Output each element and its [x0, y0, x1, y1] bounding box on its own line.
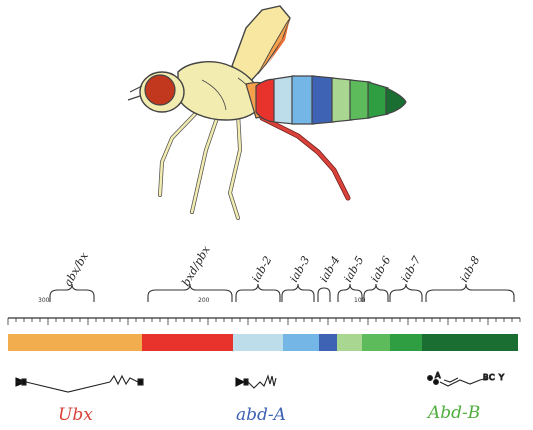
brace-iab-3: [282, 284, 314, 302]
brace-abx-bx: [50, 284, 94, 302]
brace-bxd-pbx: [148, 284, 232, 302]
region-label-iab-2: iab-2: [249, 254, 274, 285]
segment-color-bar: [8, 334, 518, 351]
gene-structure-abd-a: [236, 376, 276, 388]
gene-label-ubx: Ubx: [58, 405, 93, 425]
brace-iab-7: [390, 284, 422, 302]
bar-iab-8: [422, 334, 518, 351]
gene-structure-ubx: [16, 376, 143, 392]
bar-bxd-pbx: [142, 334, 233, 351]
fly-illustration: [128, 6, 406, 218]
region-labels: abx/bx bxd/pbx iab-2 iab-3 iab-4 iab-5 i…: [61, 243, 482, 289]
coordinate-label-300: 300: [38, 297, 50, 304]
scale-ticks: [8, 318, 520, 325]
promoter-mark-a: A: [435, 371, 441, 380]
fly-abdomen: [256, 76, 406, 124]
region-label-iab-5: iab-5: [341, 254, 366, 285]
region-label-abx-bx: abx/bx: [61, 249, 91, 288]
region-label-bxd-pbx: bxd/pbx: [179, 243, 213, 289]
coordinate-label-200: 200: [198, 297, 210, 304]
promoter-mark-c: C: [489, 373, 495, 382]
promoter-mark-b: B: [483, 373, 489, 382]
bar-ubx: [8, 334, 142, 351]
region-label-iab-6: iab-6: [368, 254, 393, 285]
bar-iab-4: [319, 334, 337, 351]
region-label-iab-3: iab-3: [287, 254, 312, 285]
gene-structure-abd-b: A B C Y: [428, 371, 504, 386]
fly-legs: [160, 112, 348, 218]
bar-iab-2: [233, 334, 283, 351]
region-label-iab-7: iab-7: [398, 254, 423, 285]
bar-iab-3: [283, 334, 319, 351]
brace-iab-6: [364, 284, 388, 302]
bar-iab-7: [390, 334, 422, 351]
bar-iab-5: [337, 334, 362, 351]
gene-label-abd-b: Abd-B: [426, 403, 480, 423]
left-arrow-icon: [236, 378, 244, 386]
brace-iab-2: [236, 284, 280, 302]
scale-ruler: [8, 318, 520, 325]
region-braces: [50, 284, 514, 302]
brace-iab-4: [318, 288, 330, 302]
region-label-iab-4: iab-4: [317, 254, 342, 285]
coordinate-label-100: 100: [354, 297, 366, 304]
fly-eye: [145, 75, 175, 105]
brace-iab-8: [426, 284, 514, 302]
gene-label-abd-a: abd-A: [236, 405, 286, 425]
promoter-mark-y: Y: [498, 373, 504, 382]
bar-iab-6: [362, 334, 390, 351]
region-label-iab-8: iab-8: [457, 254, 482, 285]
